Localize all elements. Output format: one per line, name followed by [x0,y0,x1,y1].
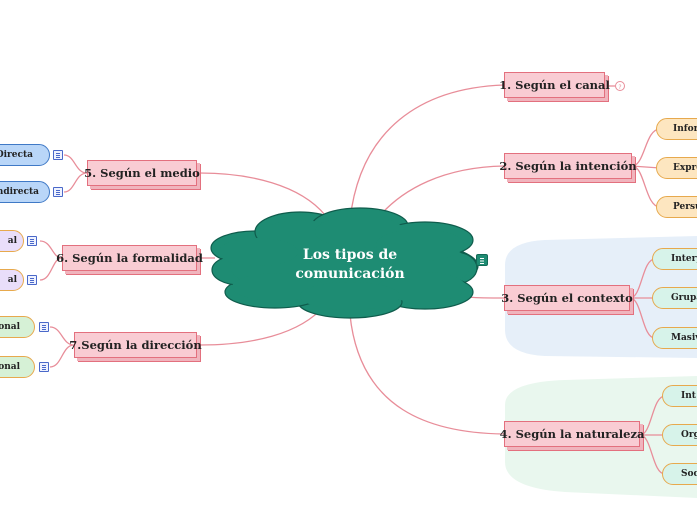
contexto-child-1[interactable]: Interp [652,248,697,270]
naturaleza-child-2[interactable]: Org [662,424,697,446]
medio-child-indirecta[interactable]: Indirecta [0,181,50,203]
direccion-2-notes-icon[interactable] [39,362,49,372]
cloud-fill [218,216,470,310]
direccion-child-1[interactable]: onal [0,316,35,338]
naturaleza-child-3[interactable]: Soc [662,463,697,485]
direccion-1-notes-icon[interactable] [39,322,49,332]
contexto-child-3[interactable]: Masiv [652,327,697,349]
branch-medio[interactable]: 5. Según el medio [84,160,200,186]
branch-intencion[interactable]: 2. Según la intención [499,153,637,179]
intencion-child-1[interactable]: Infor [656,118,697,140]
formalidad-child-1[interactable]: al [0,230,24,252]
medio-indirecta-notes-icon[interactable] [53,187,63,197]
intencion-child-3[interactable]: Persu [656,196,697,218]
medio-child-directa[interactable]: Directa [0,144,50,166]
formalidad-2-notes-icon[interactable] [27,275,37,285]
formalidad-child-2[interactable]: al [0,269,24,291]
link-medio [199,172,326,216]
medio-directa-notes-icon[interactable] [53,150,63,160]
branch-canal[interactable]: 1. Según el canal [499,72,610,98]
collapse-circle-icon [615,81,625,91]
formalidad-1-notes-icon[interactable] [27,236,37,246]
branch-naturaleza[interactable]: 4. Según la naturaleza [500,421,644,447]
central-topic-line2: comunicación [295,266,405,282]
branch-contexto[interactable]: 3. Según el contexto [501,285,633,311]
central-notes-icon[interactable] [476,254,488,266]
naturaleza-child-1[interactable]: Int [662,385,697,407]
link-naturaleza [349,314,505,435]
branch-formalidad[interactable]: 6. Según la formalidad [56,245,203,271]
svg-text:?: ? [618,84,621,91]
central-topic[interactable]: Los tipos de comunicación [282,246,418,284]
intencion-child-2[interactable]: Expre [656,157,697,179]
branch-direccion[interactable]: 7.Según la dirección [69,332,202,358]
direccion-child-2[interactable]: onal [0,356,35,378]
contexto-child-2[interactable]: Grupa [652,287,697,309]
link-canal [349,84,505,221]
central-topic-line1: Los tipos de [302,247,398,263]
